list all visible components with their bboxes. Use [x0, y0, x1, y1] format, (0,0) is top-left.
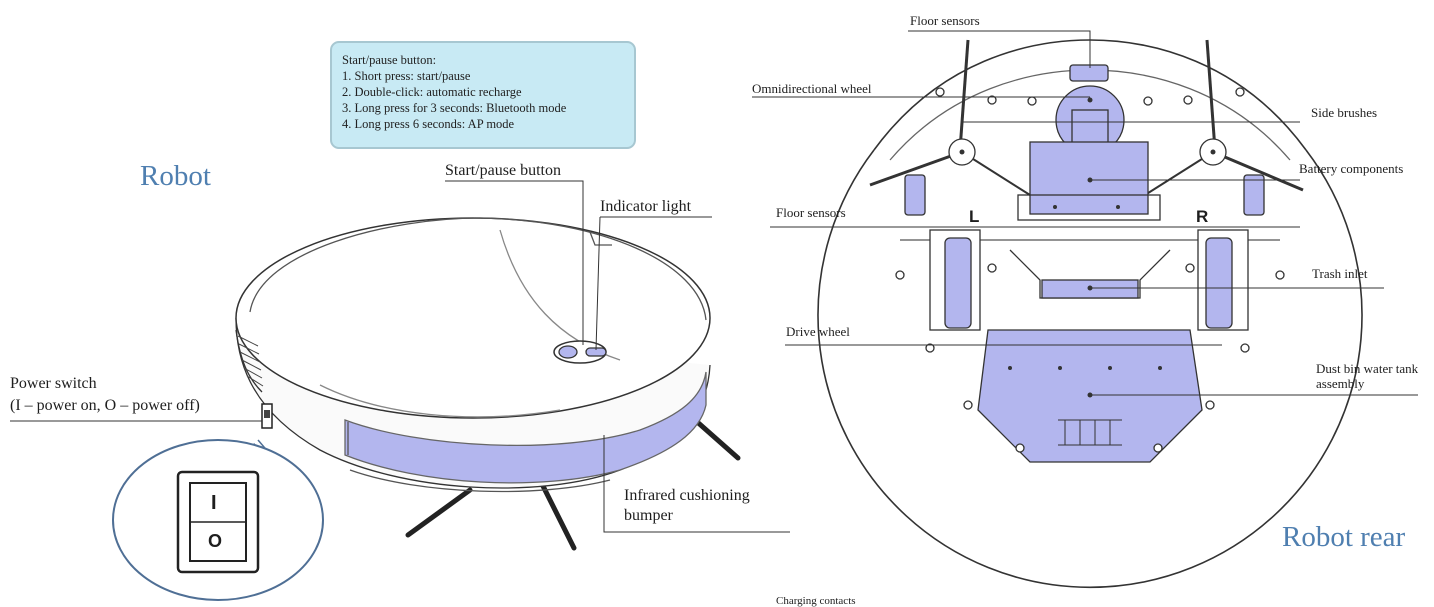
label-battery: Battery components	[1299, 161, 1404, 176]
label-trash-inlet: Trash inlet	[1312, 266, 1368, 281]
label-indicator-light: Indicator light	[600, 198, 692, 215]
label-charging-contacts: Charging contacts	[776, 595, 856, 607]
label-power-switch: Power switch	[10, 375, 97, 392]
callout-item: 2. Double-click: automatic recharge	[342, 85, 522, 99]
label-omni-wheel: Omnidirectional wheel	[752, 81, 872, 96]
label-bumper: Infrared cushioning	[624, 487, 750, 504]
rear-leader-lines	[752, 30, 1418, 396]
wheel-mark-left: L	[969, 207, 980, 226]
switch-on-glyph: I	[211, 492, 217, 514]
label-bumper-line2: bumper	[624, 507, 673, 524]
callout-heading: Start/pause button:	[342, 53, 437, 67]
rear-robot-body	[817, 39, 1363, 589]
front-robot-body	[235, 217, 741, 551]
label-dust-bin-line2: assembly	[1316, 376, 1365, 391]
label-floor-sensors-left: Floor sensors	[776, 205, 846, 220]
label-drive-wheel: Drive wheel	[786, 324, 850, 339]
label-side-brushes: Side brushes	[1311, 105, 1378, 120]
callout-item: 3. Long press for 3 seconds: Bluetooth m…	[342, 101, 567, 115]
front-title: Robot	[140, 160, 211, 192]
front-leader-lines	[10, 180, 790, 533]
callout-item: 4. Long press 6 seconds: AP mode	[342, 117, 515, 131]
label-start-pause-button: Start/pause button	[445, 162, 561, 179]
power-switch-zoom	[112, 439, 324, 601]
callout-item: 1. Short press: start/pause	[342, 69, 471, 83]
wheel-mark-right: R	[1196, 207, 1209, 226]
start-pause-callout: Start/pause button: 1. Short press: star…	[330, 41, 636, 149]
label-power-switch-detail: (I – power on, O – power off)	[10, 397, 200, 414]
label-dust-bin: Dust bin water tank	[1316, 361, 1419, 376]
label-floor-sensors-top: Floor sensors	[910, 13, 980, 28]
switch-off-glyph: O	[208, 531, 223, 551]
rear-title: Robot rear	[1282, 521, 1406, 553]
